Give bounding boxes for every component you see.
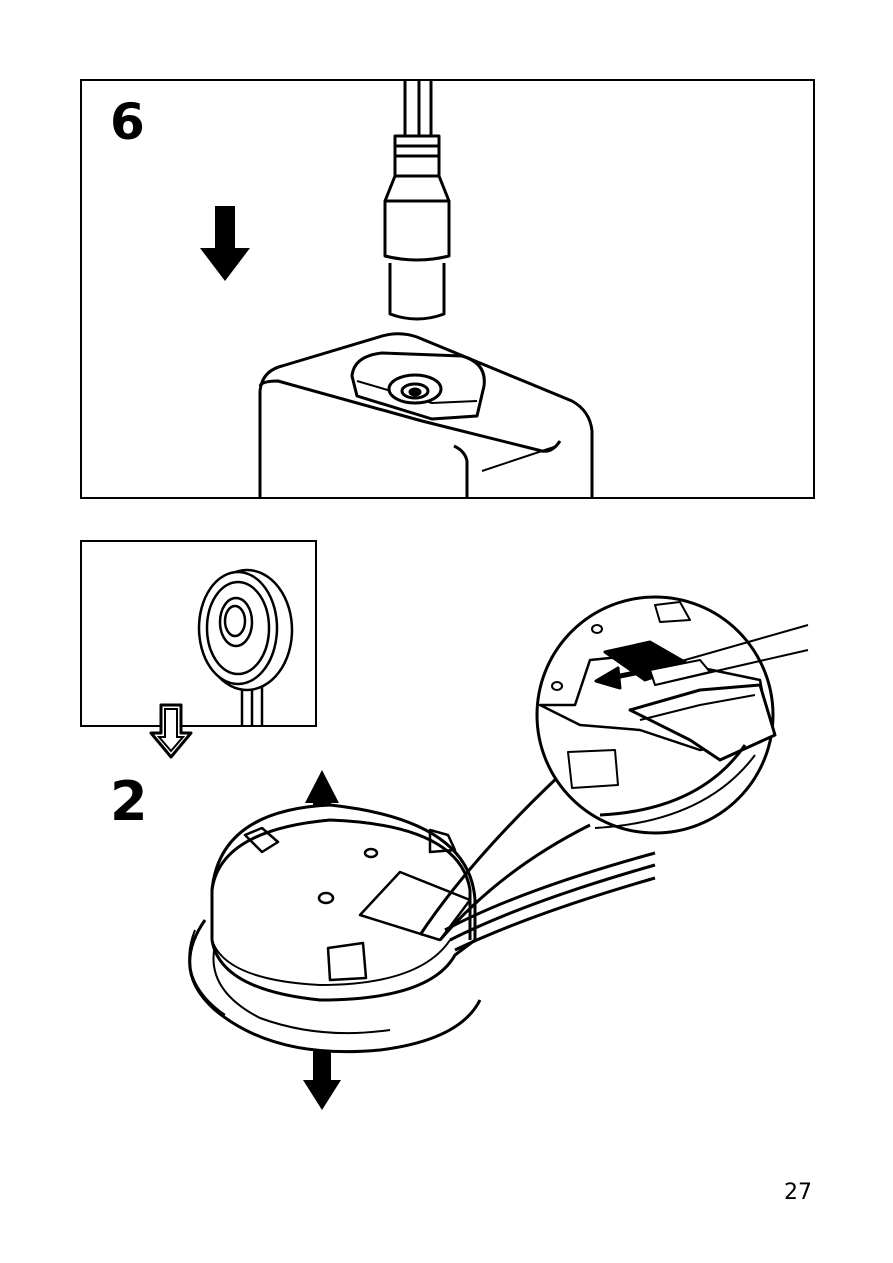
transformer-icon: [260, 334, 592, 499]
power-plug-icon: [385, 81, 449, 319]
magnified-detail: [537, 597, 808, 833]
step-6-illustration: [82, 81, 815, 499]
page-number: 27: [784, 1180, 812, 1205]
down-arrow-icon: [200, 206, 250, 281]
step-6-panel: 6: [80, 79, 815, 499]
step-2-illustration: [0, 560, 893, 1160]
down-arrow-icon: [303, 1050, 341, 1110]
